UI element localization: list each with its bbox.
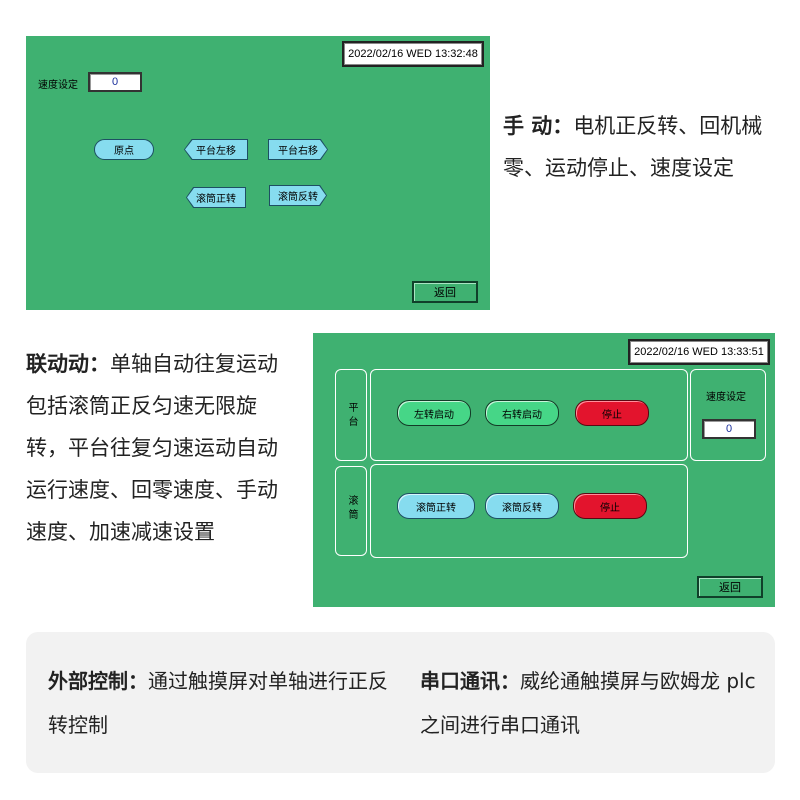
linkage-description: 联动动：单轴自动往复运动包括滚筒正反匀速无限旋转，平台往复匀速运动自动 运行速度… bbox=[26, 343, 298, 553]
speed-group-frame bbox=[690, 369, 766, 461]
serial-comm-note: 串口通讯：威纶通触摸屏与欧姆龙 plc 之间进行串口通讯 bbox=[420, 659, 765, 747]
left-start-button[interactable]: 左转启动 bbox=[397, 400, 471, 426]
drum-forward-label: 滚筒正转 bbox=[187, 188, 245, 207]
platform-label: 平台 bbox=[346, 402, 357, 430]
drum-reverse-button[interactable]: 滚筒反转 bbox=[269, 185, 327, 206]
manual-text: 电机正反转、回机械零、运动停止、速度设定 bbox=[503, 114, 763, 180]
speed-setting-label: 速度设定 bbox=[706, 392, 746, 403]
drum-stop-button[interactable]: 停止 bbox=[573, 493, 647, 519]
serial-comm-text: 威纶通触摸屏与欧姆龙 plc 之间进行串口通讯 bbox=[420, 669, 756, 737]
drum-forward-button[interactable]: 滚筒正转 bbox=[186, 187, 246, 208]
platform-stop-button[interactable]: 停止 bbox=[575, 400, 649, 426]
datetime-display: 2022/02/16 WED 13:32:48 bbox=[342, 41, 484, 67]
drum-label-frame bbox=[335, 466, 367, 556]
platform-left-label: 平台左移 bbox=[185, 140, 247, 159]
manual-title: 手 动： bbox=[503, 114, 574, 138]
platform-right-button[interactable]: 平台右移 bbox=[268, 139, 328, 160]
external-control-title: 外部控制： bbox=[48, 669, 148, 693]
back-button[interactable]: 返回 bbox=[697, 576, 763, 598]
linkage-text: 单轴自动往复运动包括滚筒正反匀速无限旋转，平台往复匀速运动自动 运行速度、回零速… bbox=[26, 352, 278, 544]
platform-left-button[interactable]: 平台左移 bbox=[184, 139, 248, 160]
linkage-title: 联动动： bbox=[26, 352, 110, 376]
drum-reverse-button[interactable]: 滚筒反转 bbox=[485, 493, 559, 519]
drum-reverse-label: 滚筒反转 bbox=[270, 186, 326, 205]
linkage-hmi-screen: 2022/02/16 WED 13:33:51 平台 滚筒 速度设定 0 左转启… bbox=[313, 333, 775, 607]
right-start-button[interactable]: 右转启动 bbox=[485, 400, 559, 426]
external-control-text: 通过触摸屏对单轴进行正反转控制 bbox=[48, 669, 388, 737]
platform-right-label: 平台右移 bbox=[269, 140, 327, 159]
external-control-note: 外部控制：通过触摸屏对单轴进行正反转控制 bbox=[48, 659, 398, 747]
platform-label-frame bbox=[335, 369, 367, 461]
manual-hmi-screen: 2022/02/16 WED 13:32:48 速度设定 0 原点 平台左移 平… bbox=[26, 36, 490, 310]
speed-setting-input[interactable]: 0 bbox=[702, 419, 756, 439]
origin-button[interactable]: 原点 bbox=[94, 139, 154, 160]
speed-setting-label: 速度设定 bbox=[38, 80, 78, 91]
platform-group-frame bbox=[370, 369, 688, 461]
serial-comm-title: 串口通讯： bbox=[420, 669, 520, 693]
drum-group-frame bbox=[370, 464, 688, 558]
footer-card: 外部控制：通过触摸屏对单轴进行正反转控制 串口通讯：威纶通触摸屏与欧姆龙 plc… bbox=[26, 632, 775, 773]
speed-setting-input[interactable]: 0 bbox=[88, 72, 142, 92]
manual-description: 手 动：电机正反转、回机械零、运动停止、速度设定 bbox=[503, 105, 783, 189]
drum-forward-button[interactable]: 滚筒正转 bbox=[397, 493, 475, 519]
drum-label: 滚筒 bbox=[346, 495, 357, 523]
datetime-display: 2022/02/16 WED 13:33:51 bbox=[628, 339, 770, 365]
back-button[interactable]: 返回 bbox=[412, 281, 478, 303]
